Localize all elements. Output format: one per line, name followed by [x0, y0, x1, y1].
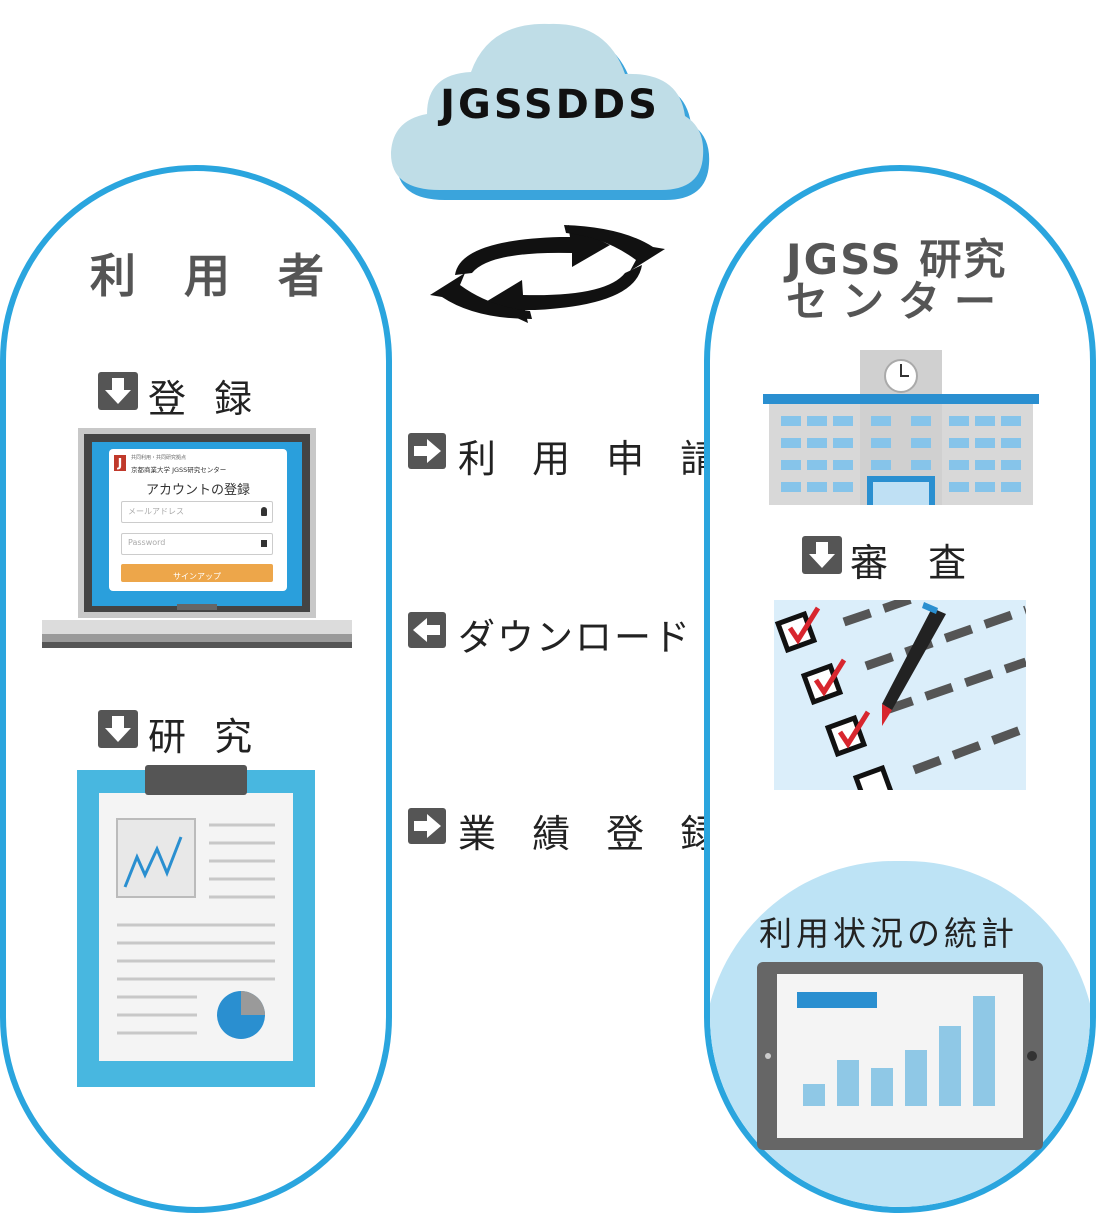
tablet-chart-icon — [757, 962, 1043, 1150]
arrow-right-icon — [408, 808, 446, 844]
password-input[interactable]: Password — [121, 533, 273, 555]
step-register-label: 登 録 — [148, 377, 261, 421]
cycle-arrows-icon — [430, 225, 665, 323]
flow-download-label: ダウンロード — [458, 616, 692, 659]
step-review-label: 審 査 — [850, 541, 981, 585]
email-input[interactable]: メールアドレス — [121, 501, 273, 523]
user-panel-title: 利 用 者 — [90, 249, 341, 303]
flow-achievements-label: 業 績 登 録 — [458, 812, 731, 856]
laptop-logo-icon: J — [114, 455, 126, 471]
clipboard-icon — [77, 765, 315, 1087]
password-placeholder: Password — [128, 538, 166, 547]
stats-label: 利用状況の統計 — [759, 914, 1018, 953]
laptop-screen: J 共同利用・共同研究拠点 京都商業大学 JGSS研究センター アカウントの登録… — [109, 449, 287, 591]
arrow-down-icon — [98, 710, 138, 748]
arrow-right-icon — [408, 433, 446, 469]
checklist-icon — [774, 600, 1026, 790]
cloud-label: JGSSDDS — [440, 82, 660, 128]
step-research-label: 研 究 — [148, 715, 261, 759]
arrow-down-icon — [98, 372, 138, 410]
laptop-org-line1: 京都商業大学 JGSS研究センター — [131, 466, 227, 474]
user-icon — [261, 507, 267, 516]
center-panel-title-line1: JGSS 研究 — [786, 235, 1008, 284]
laptop-org-line2: 共同利用・共同研究拠点 — [131, 455, 187, 461]
center-panel-title-line2: センター — [786, 277, 1011, 326]
signup-button[interactable]: サインアップ — [121, 564, 273, 582]
arrow-left-icon — [408, 612, 446, 648]
school-building-icon — [763, 350, 1039, 505]
flow-apply-label: 利 用 申 請 — [458, 437, 731, 481]
laptop-form-title: アカウントの登録 — [145, 483, 250, 498]
lock-icon — [261, 540, 267, 547]
arrow-down-icon — [802, 536, 842, 574]
signup-label: サインアップ — [173, 572, 221, 581]
email-placeholder: メールアドレス — [128, 507, 184, 516]
cloud-icon — [390, 23, 710, 200]
